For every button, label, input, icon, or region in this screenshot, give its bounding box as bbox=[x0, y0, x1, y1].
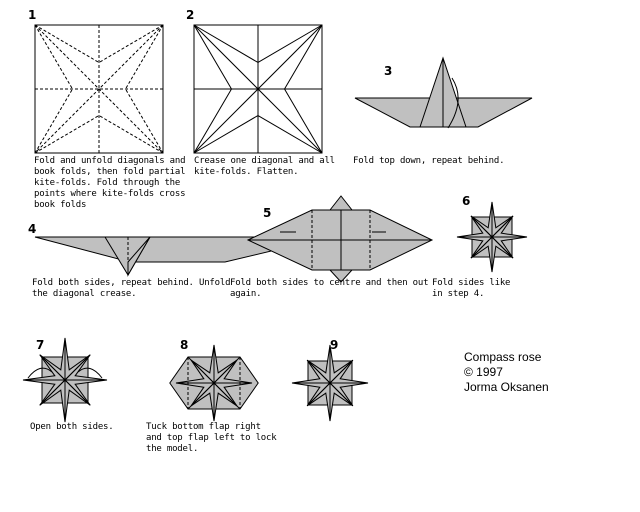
crease-line bbox=[34, 88, 73, 154]
open-arrow-right-icon bbox=[77, 367, 103, 379]
step-7-caption: Open both sides. bbox=[30, 422, 114, 432]
crease-line bbox=[125, 88, 164, 154]
crease-line bbox=[193, 88, 232, 154]
step-3-caption: Fold top down, repeat behind. bbox=[353, 156, 505, 166]
author: Jorma Oksanen bbox=[464, 380, 549, 394]
credits: Compass rose © 1997 Jorma Oksanen bbox=[464, 350, 549, 395]
open-arrow-left-icon bbox=[27, 367, 53, 379]
step-5-top-point bbox=[328, 195, 354, 211]
step-4-caption: Fold both sides, repeat behind. Unfold t… bbox=[32, 278, 231, 299]
crease-line bbox=[98, 115, 164, 154]
step-5-caption: Fold both sides to centre and then out a… bbox=[230, 278, 429, 299]
crease-line bbox=[34, 115, 100, 154]
step-8-number: 8 bbox=[180, 338, 189, 352]
crease-line bbox=[257, 115, 323, 154]
crease-line bbox=[34, 24, 164, 154]
step-3-number: 3 bbox=[384, 64, 393, 78]
step-6-caption: Fold sides like in step 4. bbox=[432, 278, 511, 299]
step-2-number: 2 bbox=[186, 8, 195, 22]
crease-line bbox=[257, 24, 323, 63]
model-title: Compass rose bbox=[464, 350, 542, 364]
crease-line bbox=[187, 356, 241, 410]
crease-line bbox=[284, 88, 323, 154]
step-5-number: 5 bbox=[263, 206, 272, 220]
step-9-number: 9 bbox=[330, 338, 339, 352]
step-4-number: 4 bbox=[28, 222, 37, 236]
crease-line bbox=[125, 24, 164, 90]
step-4-point bbox=[127, 236, 151, 277]
crease-line bbox=[41, 356, 89, 404]
crease-line bbox=[193, 24, 259, 63]
step-1-number: 1 bbox=[28, 8, 37, 22]
step-1-caption: Fold and unfold diagonals and book folds… bbox=[34, 156, 186, 210]
crease-line bbox=[98, 24, 164, 63]
crease-line bbox=[193, 24, 232, 90]
fold-arrow-icon bbox=[447, 77, 459, 129]
crease-line bbox=[471, 216, 513, 258]
crease-line bbox=[307, 360, 353, 406]
crease-line bbox=[34, 24, 100, 63]
step-5-bottom-point bbox=[328, 269, 354, 283]
crease-line bbox=[284, 24, 323, 90]
step-7-number: 7 bbox=[36, 338, 45, 352]
crease-line bbox=[193, 115, 259, 154]
step-8-caption: Tuck bottom flap right and top flap left… bbox=[146, 422, 277, 454]
step-6-number: 6 bbox=[462, 194, 471, 208]
crease-line bbox=[34, 24, 73, 90]
copyright: © 1997 bbox=[464, 365, 503, 379]
step-2-caption: Crease one diagonal and all kite-folds. … bbox=[194, 156, 335, 177]
